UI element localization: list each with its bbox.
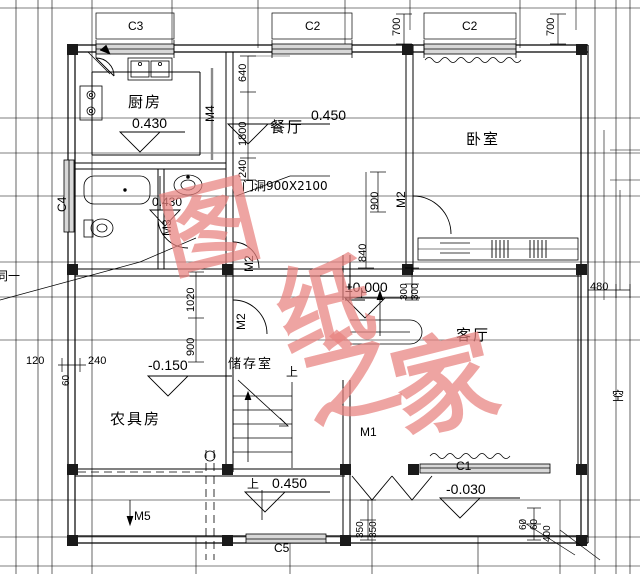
door-tag-m2-b: M2: [234, 313, 248, 330]
plumbing-fixtures: [79, 57, 203, 238]
door-opening-annotation: 门洞900X2100: [242, 179, 328, 193]
dim-640: 640: [237, 63, 249, 82]
door-tag-m1: M1: [360, 425, 377, 439]
dim-350-b: 350: [368, 521, 379, 538]
door-tag-m4: M4: [203, 105, 217, 122]
lintel-squiggle: [424, 57, 522, 459]
door-tag-m2-a: M2: [242, 255, 256, 272]
stair-up-mark-1: 上: [356, 287, 369, 301]
door-tag-m2-c: M2: [394, 191, 408, 208]
window-tag-c5: C5: [274, 541, 290, 555]
window-symbols: [63, 40, 551, 544]
wall-detail-band: [417, 237, 579, 261]
elevation-kitchen: 0.430: [132, 115, 168, 131]
leader-lines: [0, 44, 601, 561]
stair-up-mark-3: 上: [247, 477, 260, 491]
stair-up-mark-2: 上: [286, 365, 299, 379]
dim-1020: 1020: [185, 287, 197, 312]
door-swings: [95, 57, 452, 501]
elevation-porch: 0.450: [272, 475, 308, 491]
edge-note-right: 空: [612, 389, 625, 403]
m5-door-detail: [78, 450, 216, 560]
window-tag-c4: C4: [55, 196, 69, 212]
window-tag-c3: C3: [128, 19, 144, 33]
dim-840: 840: [357, 243, 369, 262]
edge-note-label: 同一: [0, 269, 21, 283]
dim-240: 240: [88, 355, 107, 367]
room-label-dining: 餐厅: [270, 118, 305, 136]
dim-400: 400: [542, 525, 553, 542]
dimension-lines: [58, 12, 631, 541]
staircase: [233, 289, 423, 520]
room-label-living: 客厅: [456, 326, 491, 344]
dim-900-b: 900: [185, 337, 197, 356]
dim-700-b: 700: [545, 17, 557, 36]
dim-60-a: 60: [61, 374, 72, 386]
dim-240-v: 240: [237, 159, 249, 178]
elevation-dining: 0.450: [311, 107, 347, 123]
elevation-terrace: -0.030: [446, 481, 486, 497]
dim-60-c: 60: [529, 518, 540, 530]
room-label-farmtool: 农具房: [110, 410, 162, 428]
elevation-living: ±0.000: [345, 279, 388, 295]
elevation-bath: 0.430: [152, 195, 183, 209]
elevation-farmtool: -0.150: [148, 357, 188, 373]
interior-walls: [75, 45, 581, 543]
room-label-storage: 储存室: [228, 357, 274, 372]
dim-900-a: 900: [369, 191, 381, 210]
room-label-kitchen: 厨房: [128, 93, 163, 111]
window-tag-c1: C1: [456, 459, 472, 473]
elevation-markers: [118, 123, 520, 519]
dim-120: 120: [26, 355, 45, 367]
dim-300-a: 300: [399, 283, 410, 300]
dim-60-b: 60: [518, 518, 529, 530]
window-tag-c2-right: C2: [462, 19, 478, 33]
dim-1800: 1800: [237, 121, 249, 146]
door-tag-m3: M3: [160, 219, 174, 236]
door-tag-m5: M5: [134, 509, 151, 523]
window-tag-c2-left: C2: [305, 19, 321, 33]
dim-300-b: 300: [410, 283, 421, 300]
room-label-bedroom: 卧室: [466, 130, 501, 148]
dim-700-a: 700: [391, 17, 403, 36]
dim-350-a: 350: [355, 521, 366, 538]
structural-columns: [67, 44, 587, 546]
living-elevation-marker: [343, 297, 420, 319]
dim-480: 480: [590, 281, 609, 293]
